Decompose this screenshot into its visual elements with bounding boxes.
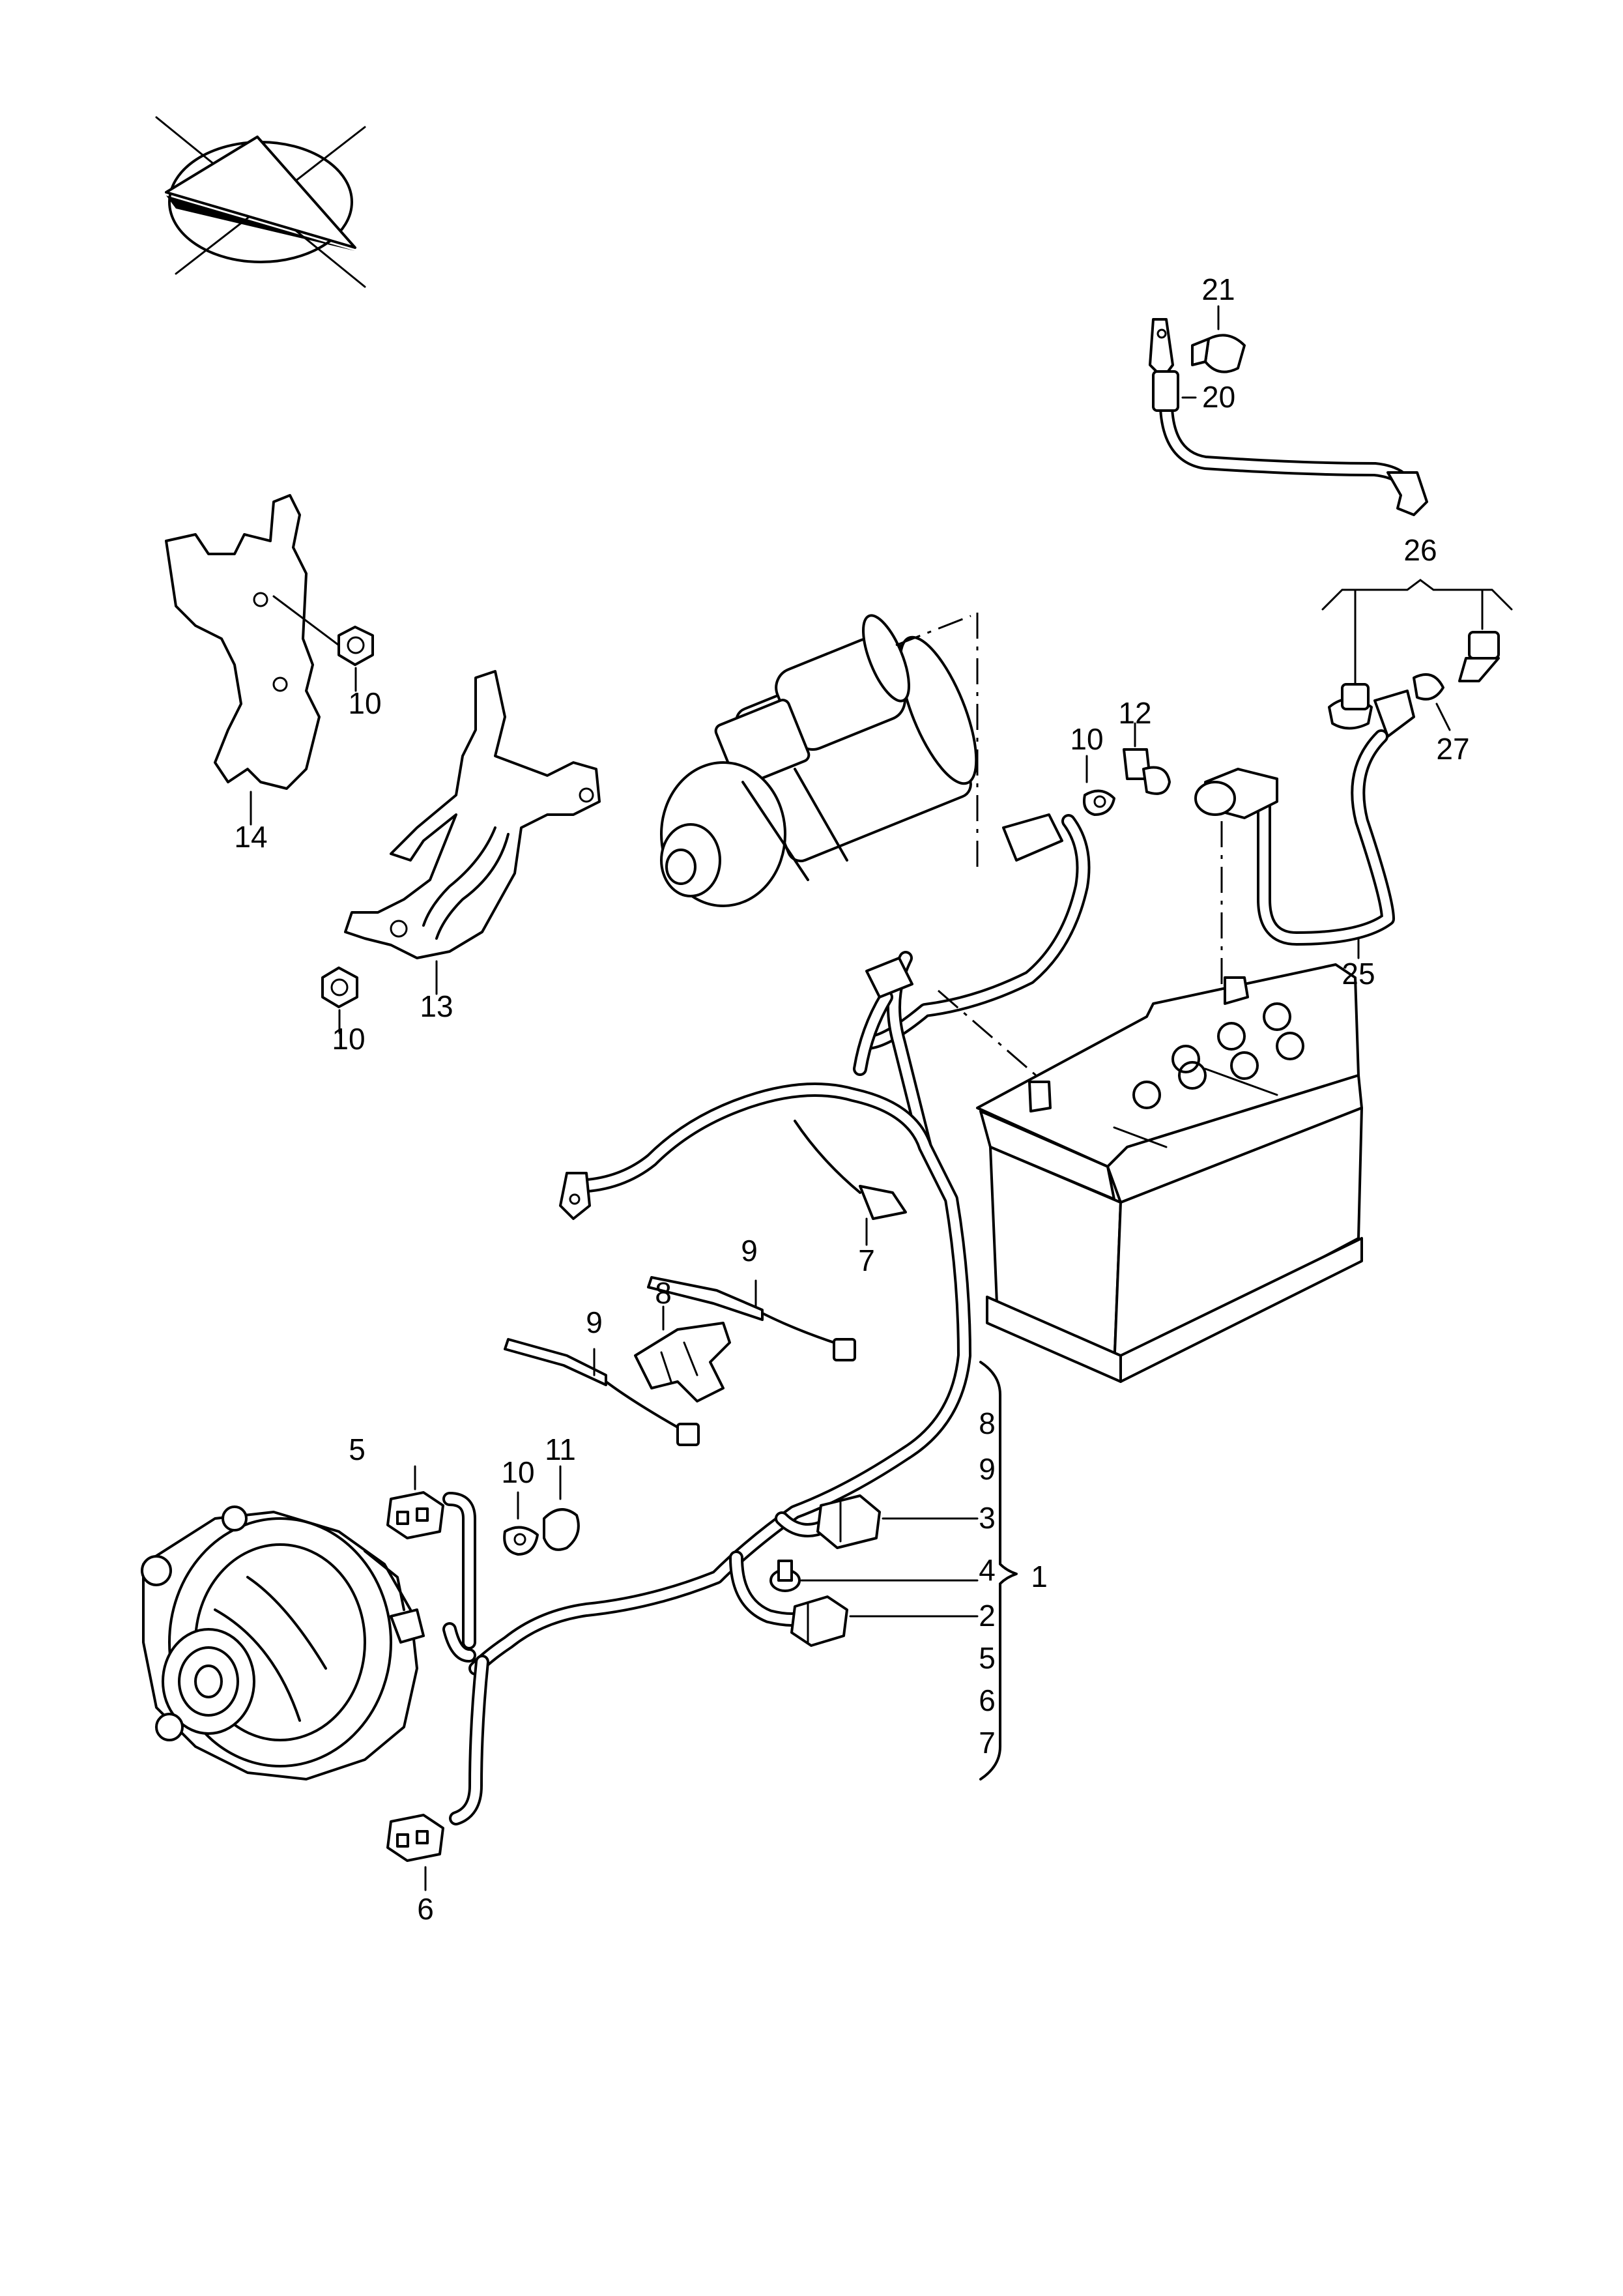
callout-10-right: 10 xyxy=(1070,722,1103,756)
bracket-14 xyxy=(165,494,321,826)
legend-item-6: 6 xyxy=(979,1683,996,1717)
legend-item-8: 8 xyxy=(979,1406,996,1440)
legend-group-label: 1 xyxy=(1031,1560,1048,1593)
connector-6 xyxy=(386,1814,444,1891)
orientation-emblem xyxy=(155,116,366,288)
nut-10-upper xyxy=(272,595,374,692)
callout-21: 21 xyxy=(1201,272,1235,306)
holder-8 xyxy=(634,1305,731,1402)
legend-item-9: 9 xyxy=(979,1452,996,1486)
starter-motor xyxy=(660,614,978,907)
legend-item-2: 2 xyxy=(979,1599,996,1633)
callout-13: 13 xyxy=(420,989,453,1023)
bolt-12 xyxy=(1123,722,1171,795)
legend-item-7: 7 xyxy=(979,1726,996,1760)
nut-10-alternator xyxy=(503,1491,539,1556)
callout-10-alternator: 10 xyxy=(501,1455,534,1489)
cable-tie-9-upper xyxy=(647,1276,856,1361)
cable-tie-9-lower xyxy=(504,1338,700,1446)
ground-cable-20 xyxy=(1149,318,1428,516)
legend-item-3: 3 xyxy=(979,1501,996,1535)
bolt-21 xyxy=(1191,305,1246,373)
ground-stud-4 xyxy=(769,1560,979,1592)
bracket-13 xyxy=(344,670,601,995)
callout-9-lower: 9 xyxy=(586,1305,603,1339)
callout-10-lower: 10 xyxy=(332,1022,365,1056)
alternator xyxy=(141,1505,425,1780)
bolt-26-left xyxy=(1328,683,1373,730)
connector-5 xyxy=(386,1465,444,1539)
callout-10-upper: 10 xyxy=(348,686,381,720)
callout-7: 7 xyxy=(858,1243,875,1277)
callout-12: 12 xyxy=(1118,696,1151,730)
nut-10-right xyxy=(1083,755,1115,816)
callout-6: 6 xyxy=(417,1892,434,1926)
callout-26: 26 xyxy=(1403,533,1437,567)
battery-terminal-clamp xyxy=(1194,768,1278,991)
battery-positive-cable xyxy=(859,813,1091,1077)
battery xyxy=(976,963,1363,1383)
cap-11 xyxy=(543,1465,580,1551)
nut-10-lower xyxy=(321,966,358,1034)
callout-20: 20 xyxy=(1202,380,1235,414)
callout-5: 5 xyxy=(349,1432,366,1466)
callout-14: 14 xyxy=(234,820,267,854)
connector-3 xyxy=(816,1494,979,1549)
callout-27: 27 xyxy=(1436,732,1469,766)
legend-brace xyxy=(979,1361,1018,1780)
cable-tie-7 xyxy=(794,1120,907,1246)
bolt-26-right xyxy=(1458,631,1500,682)
battery-cable-25 xyxy=(1257,690,1415,959)
callout-25: 25 xyxy=(1342,957,1375,991)
legend-item-5: 5 xyxy=(979,1641,996,1675)
callout-8: 8 xyxy=(655,1276,672,1310)
callout-11: 11 xyxy=(545,1432,576,1466)
clip-27 xyxy=(1413,673,1451,731)
callout-9-upper: 9 xyxy=(741,1234,758,1268)
starter-leader xyxy=(895,615,971,647)
bracket-group-26 xyxy=(1321,579,1513,686)
legend-item-4: 4 xyxy=(979,1553,996,1587)
connector-2 xyxy=(790,1595,979,1647)
